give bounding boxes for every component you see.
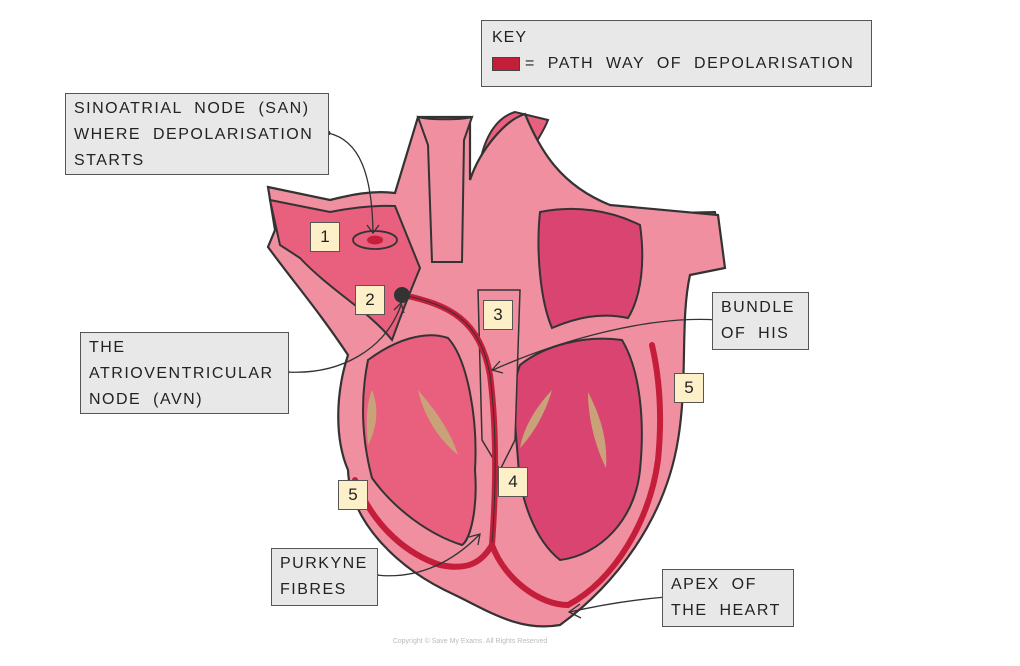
bundle-label-line-2: OF HIS <box>721 325 790 342</box>
san-label-line-2: WHERE DEPOLARISATION <box>74 126 314 143</box>
san-arrowhead <box>366 224 380 235</box>
san-label-line-1: SINOATRIAL NODE (SAN) <box>74 100 310 117</box>
san-node-core <box>367 235 383 245</box>
vena-cava <box>416 115 474 263</box>
right-ventricle <box>362 334 477 547</box>
avn-leader <box>286 304 402 373</box>
purkyne-label-line-2: FIBRES <box>280 581 347 598</box>
key-label: = PATH WAY OF DEPOLARISATION <box>525 55 855 72</box>
septum <box>477 289 521 472</box>
key-row: = PATH WAY OF DEPOLARISATION <box>492 51 861 77</box>
purkyne-fibres-right <box>489 342 663 609</box>
step-marker-3: 3 <box>483 300 513 330</box>
key-title: KEY <box>492 29 528 46</box>
avn-label-line-1: THE <box>89 339 126 356</box>
avn-label: THE ATRIOVENTRICULAR NODE (AVN) <box>80 332 289 414</box>
copyright-notice: Copyright © Save My Exams. All Rights Re… <box>392 638 548 645</box>
step-marker-2: 2 <box>355 285 385 315</box>
valve-right-1 <box>520 390 552 448</box>
bundle-arrowhead <box>490 360 504 374</box>
apex-leader <box>569 596 667 613</box>
purkyne-label-line-1: PURKYNE <box>280 555 368 572</box>
apex-label-line-2: THE HEART <box>671 602 781 619</box>
step-marker-1: 1 <box>310 222 340 252</box>
step-marker-5-right: 5 <box>674 373 704 403</box>
san-label: SINOATRIAL NODE (SAN) WHERE DEPOLARISATI… <box>65 93 329 175</box>
valve-left-2 <box>418 390 458 455</box>
step-marker-4: 4 <box>498 467 528 497</box>
bundle-of-his-outline <box>402 294 496 546</box>
bundle-leader <box>492 318 719 371</box>
valve-left-1 <box>366 390 377 445</box>
left-atrium <box>537 207 644 330</box>
purkyne-fibres-label: PURKYNE FIBRES <box>271 548 378 606</box>
purkyne-leader <box>375 533 481 577</box>
apex-label-line-1: APEX OF <box>671 576 757 593</box>
avn-arrowhead <box>393 301 405 314</box>
san-label-line-3: STARTS <box>74 152 145 169</box>
step-marker-5-left: 5 <box>338 480 368 510</box>
purkyne-fibres-left <box>352 477 495 570</box>
purkyne-arrowhead <box>468 533 481 546</box>
valve-right-2 <box>588 392 607 468</box>
pathway-swatch <box>492 57 520 71</box>
avn-label-line-2: ATRIOVENTRICULAR <box>89 365 274 382</box>
apex-arrowhead <box>567 603 582 619</box>
bundle-of-his-label: BUNDLE OF HIS <box>712 292 809 350</box>
bundle-label-line-1: BUNDLE <box>721 299 795 316</box>
left-ventricle <box>513 337 643 562</box>
avn-node <box>394 287 410 303</box>
key-box: KEY = PATH WAY OF DEPOLARISATION <box>481 20 872 87</box>
apex-label: APEX OF THE HEART <box>662 569 794 627</box>
san-leader <box>327 132 374 233</box>
avn-label-line-3: NODE (AVN) <box>89 391 204 408</box>
